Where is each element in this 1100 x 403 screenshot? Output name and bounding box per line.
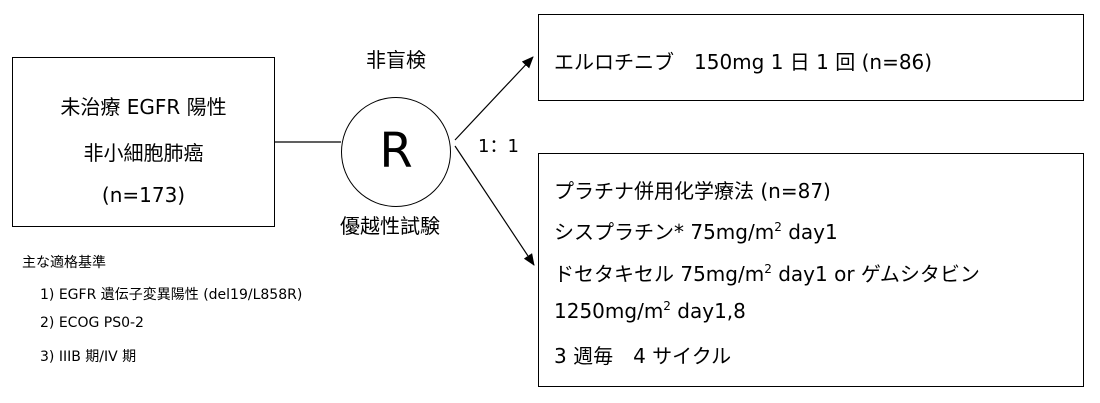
- criteria-item-2: 2) ECOG PS0-2: [40, 315, 144, 331]
- randomization-symbol: R: [379, 123, 413, 179]
- allocation-ratio: 1：1: [478, 136, 519, 157]
- criteria-title: 主な適格基準: [22, 255, 106, 271]
- arm2-line-2: シスプラチン* 75mg/m2 day1: [554, 216, 838, 245]
- randomization-circle: R: [341, 97, 451, 207]
- arrow-to-arm1: [454, 56, 534, 141]
- criteria-item-1: 1) EGFR 遺伝子変異陽性 (del19/L858R): [40, 287, 303, 303]
- arrow-to-arm2: [454, 145, 535, 266]
- arm1-text: エルロチニブ 150mg 1 日 1 回 (n=86): [554, 50, 933, 74]
- patient-line-1: 未治療 EGFR 陽性: [60, 95, 227, 119]
- arm2-line-1: プラチナ併用化学療法 (n=87): [554, 179, 831, 203]
- patient-population-box: 未治療 EGFR 陽性 非小細胞肺癌 (n=173): [12, 57, 275, 227]
- patient-count: (n=173): [101, 183, 186, 207]
- arm2-line-4: 1250mg/m2 day1,8: [554, 299, 746, 323]
- erlotinib-arm-box: エルロチニブ 150mg 1 日 1 回 (n=86): [538, 14, 1084, 101]
- arm2-line-5: 3 週毎 4 サイクル: [554, 344, 732, 368]
- superiority-trial-label: 優越性試験: [340, 214, 440, 238]
- arm2-line-2-tail: day1: [781, 220, 838, 244]
- chemotherapy-arm-box: プラチナ併用化学療法 (n=87) シスプラチン* 75mg/m2 day1 ド…: [538, 153, 1084, 387]
- arm2-line-3-tail: day1 or ゲムシタビン: [771, 262, 980, 286]
- arm2-line-3-superscript: 2: [764, 262, 772, 276]
- arm2-line-4-main: 1250mg/m: [554, 299, 664, 323]
- criteria-item-3: 3) IIIB 期/IV 期: [40, 349, 137, 365]
- open-label-label: 非盲検: [366, 48, 426, 72]
- arm2-line-4-superscript: 2: [663, 299, 671, 313]
- arm2-line-3-main: ドセタキセル 75mg/m: [554, 262, 765, 286]
- patient-line-2: 非小細胞肺癌: [83, 141, 204, 165]
- arm2-line-4-tail: day1,8: [670, 299, 746, 323]
- arm2-line-3: ドセタキセル 75mg/m2 day1 or ゲムシタビン: [554, 258, 980, 287]
- arm2-line-2-main: シスプラチン* 75mg/m: [554, 220, 775, 244]
- arm2-line-2-superscript: 2: [774, 220, 782, 234]
